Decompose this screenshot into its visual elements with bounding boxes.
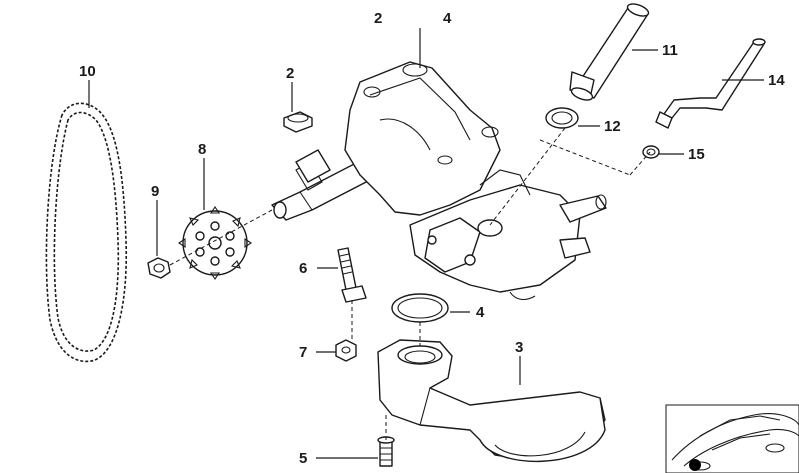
nut-small <box>335 339 357 362</box>
callout-6: 6 <box>299 260 307 277</box>
callout-4: 4 <box>476 304 485 321</box>
timing-chain <box>45 102 128 363</box>
sprocket <box>178 206 252 280</box>
callout-12: 12 <box>604 118 621 135</box>
breather-tube <box>655 38 766 129</box>
callout-15: 15 <box>688 146 705 163</box>
oil-pump-body <box>271 61 607 301</box>
callout-10: 10 <box>79 63 96 80</box>
callout-2-top: 2 <box>374 10 382 27</box>
bolt-short <box>377 436 395 467</box>
callout-3: 3 <box>515 339 523 356</box>
sprocket-nut <box>147 257 171 279</box>
sealing-ring-15 <box>642 145 660 159</box>
leader-lines <box>88 28 764 459</box>
callout-8: 8 <box>198 141 206 158</box>
o-ring-lower <box>391 293 449 323</box>
sealing-ring-12 <box>545 107 579 129</box>
callout-5: 5 <box>299 450 307 467</box>
car-silhouette-icon <box>671 413 799 471</box>
callout-9: 9 <box>151 183 159 200</box>
callout-7: 7 <box>299 344 307 361</box>
vehicle-thumbnail <box>665 404 799 473</box>
callout-11: 11 <box>662 42 678 59</box>
oil-pickup-tube <box>377 339 606 462</box>
pipe-upper <box>569 3 650 101</box>
bushing <box>283 111 313 133</box>
bolt-long <box>337 247 367 303</box>
callout-2: 2 <box>286 65 294 82</box>
callout-14: 14 <box>768 72 785 89</box>
black-dot-icon <box>689 459 701 471</box>
callout-4-top: 4 <box>443 10 452 27</box>
